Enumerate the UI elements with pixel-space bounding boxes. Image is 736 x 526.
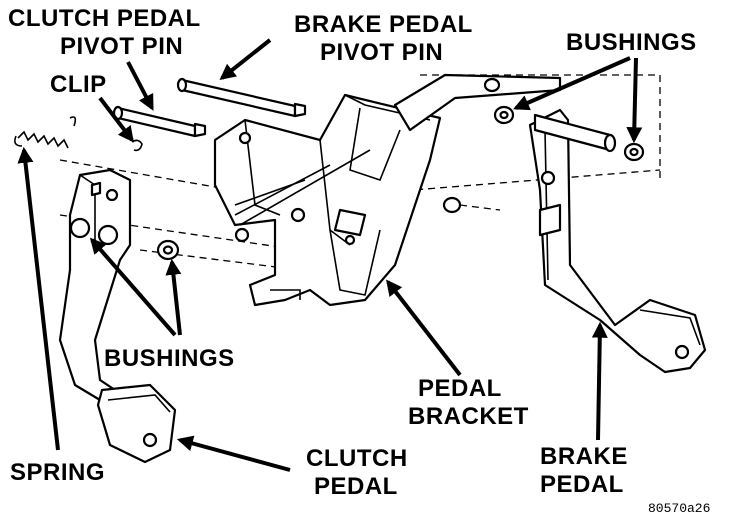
arrow-brake-pivot-pin — [219, 38, 272, 80]
right-bushing-part-2 — [623, 142, 645, 162]
leader-arrows — [17, 38, 643, 472]
brake-pedal-pivot-pin — [176, 77, 307, 118]
nut-part-middle — [442, 196, 462, 214]
arrow-clip — [98, 96, 134, 143]
arrow-bushings-right-1 — [513, 56, 631, 111]
arrow-pedal-bracket — [386, 279, 462, 377]
right-bushing-part-1 — [493, 105, 515, 125]
left-bushing-part — [156, 239, 180, 261]
label-clutch-pedal-pivot-pin-1: CLUTCH PEDAL — [8, 5, 201, 32]
figure-code: 80570a26 — [648, 501, 710, 516]
label-spring: SPRING — [10, 459, 105, 486]
label-clutch-pedal-2: PEDAL — [314, 473, 398, 500]
label-pedal-bracket-1: PEDAL — [418, 375, 502, 402]
clutch-pedal-part — [58, 168, 177, 464]
clip-part — [131, 139, 143, 152]
pedal-bracket-part — [213, 93, 442, 307]
arrow-bushings-right-2 — [626, 57, 643, 144]
brake-pedal-part — [528, 108, 707, 374]
label-pedal-bracket-2: BRACKET — [408, 403, 529, 430]
label-brake-pedal-1: BRAKE — [540, 443, 628, 470]
label-bushings-left: BUSHINGS — [104, 345, 235, 372]
spring-part — [14, 116, 77, 149]
arrow-clutch-pedal — [176, 435, 291, 472]
label-clutch-pedal-1: CLUTCH — [306, 445, 408, 472]
arrow-bushings-left-1 — [89, 237, 177, 337]
labels: CLUTCH PEDAL PIVOT PIN BRAKE PEDAL PIVOT… — [8, 5, 710, 516]
arrow-spring — [17, 146, 60, 451]
arrow-bushings-left-2 — [165, 258, 182, 336]
arrow-clutch-pivot-pin — [126, 61, 154, 111]
clutch-pedal-pivot-pin — [112, 105, 207, 138]
brake-pedal-shaft — [533, 113, 617, 153]
label-bushings-right: BUSHINGS — [566, 29, 697, 56]
arrow-brake-pedal — [591, 321, 608, 441]
label-brake-pedal-2: PEDAL — [540, 471, 624, 498]
label-clip: CLIP — [50, 71, 107, 98]
nut-part-top — [483, 77, 501, 93]
label-brake-pedal-pivot-pin-2: PIVOT PIN — [320, 39, 443, 66]
label-brake-pedal-pivot-pin-1: BRAKE PEDAL — [294, 11, 473, 38]
label-clutch-pedal-pivot-pin-2: PIVOT PIN — [60, 33, 183, 60]
